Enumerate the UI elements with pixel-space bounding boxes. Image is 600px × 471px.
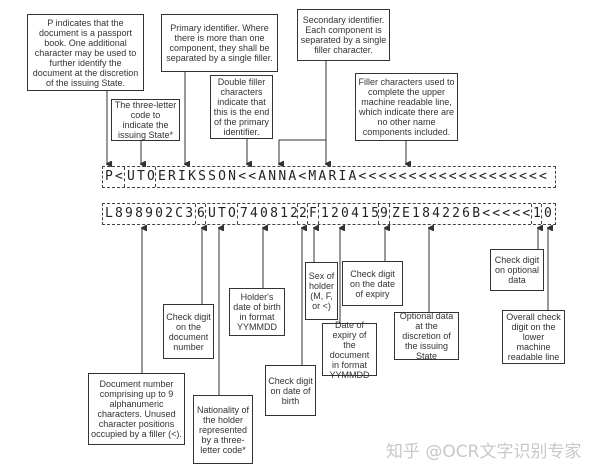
note-expiry-date: Date of expiry of the document in format… bbox=[322, 320, 377, 380]
note-filler-characters: Filler characters used to complete the u… bbox=[355, 73, 458, 141]
mrz2-nationality: UTO bbox=[206, 204, 238, 224]
note-sex: Sex of holder (M, F, or <) bbox=[305, 262, 338, 320]
note-overall-check: Overall check digit on the lower machine… bbox=[502, 310, 565, 364]
note-check-optional: Check digit on optional data bbox=[490, 249, 544, 291]
mrz-line-2: L898902C3 6 UTO 740812 2 F 120415 9 ZE18… bbox=[102, 203, 556, 225]
mrz2-optional: ZE184226B<<<<< bbox=[390, 204, 532, 224]
note-document-number: Document number comprising up to 9 alpha… bbox=[88, 373, 185, 445]
mrz2-check-dob: 2 bbox=[298, 204, 308, 224]
note-check-expiry: Check digit on the date of expiry bbox=[342, 261, 403, 306]
mrz-line-1: P< UTO ERIKSSON<<ANNA<MARIA<<<<<<<<<<<<<… bbox=[102, 166, 556, 188]
mrz1-doc-type: P< bbox=[103, 167, 125, 187]
top-connectors bbox=[107, 60, 406, 164]
mrz1-issuing-state: UTO bbox=[125, 167, 156, 187]
note-check-doc-number: Check digit on the document number bbox=[163, 304, 214, 359]
note-optional-data: Optional data at the discretion of the i… bbox=[394, 311, 459, 361]
watermark: 知乎 @OCR文字识别专家 bbox=[386, 442, 582, 462]
mrz1-name: ERIKSSON<<ANNA<MARIA<<<<<<<<<<<<<<<<<<< bbox=[158, 169, 550, 184]
mrz2-expiry: 120415 bbox=[319, 204, 379, 224]
bottom-connectors bbox=[142, 228, 548, 395]
mrz2-check-expiry: 9 bbox=[379, 204, 390, 224]
mrz2-check-optional: 1 bbox=[532, 204, 542, 224]
mrz2-overall-check: 0 bbox=[544, 206, 555, 221]
note-double-filler: Double filler characters indicate that t… bbox=[210, 75, 273, 139]
note-nationality: Nationality of the holder represented by… bbox=[193, 395, 253, 464]
note-date-of-birth: Holder's date of birth in format YYMMDD bbox=[229, 288, 285, 336]
mrz2-document-number: L898902C3 bbox=[103, 204, 196, 224]
note-document-type: P indicates that the document is a passp… bbox=[27, 14, 144, 91]
note-primary-identifier: Primary identifier. Where there is more … bbox=[161, 14, 278, 72]
mrz2-dob: 740812 bbox=[238, 204, 298, 224]
mrz2-check-doc: 6 bbox=[196, 204, 206, 224]
note-issuing-state: The three-letter code to indicate the is… bbox=[111, 99, 180, 141]
note-check-dob: Check digit on date of birth bbox=[265, 365, 316, 416]
mrz2-sex: F bbox=[308, 204, 319, 224]
note-secondary-identifier: Secondary identifier. Each component is … bbox=[297, 9, 390, 61]
